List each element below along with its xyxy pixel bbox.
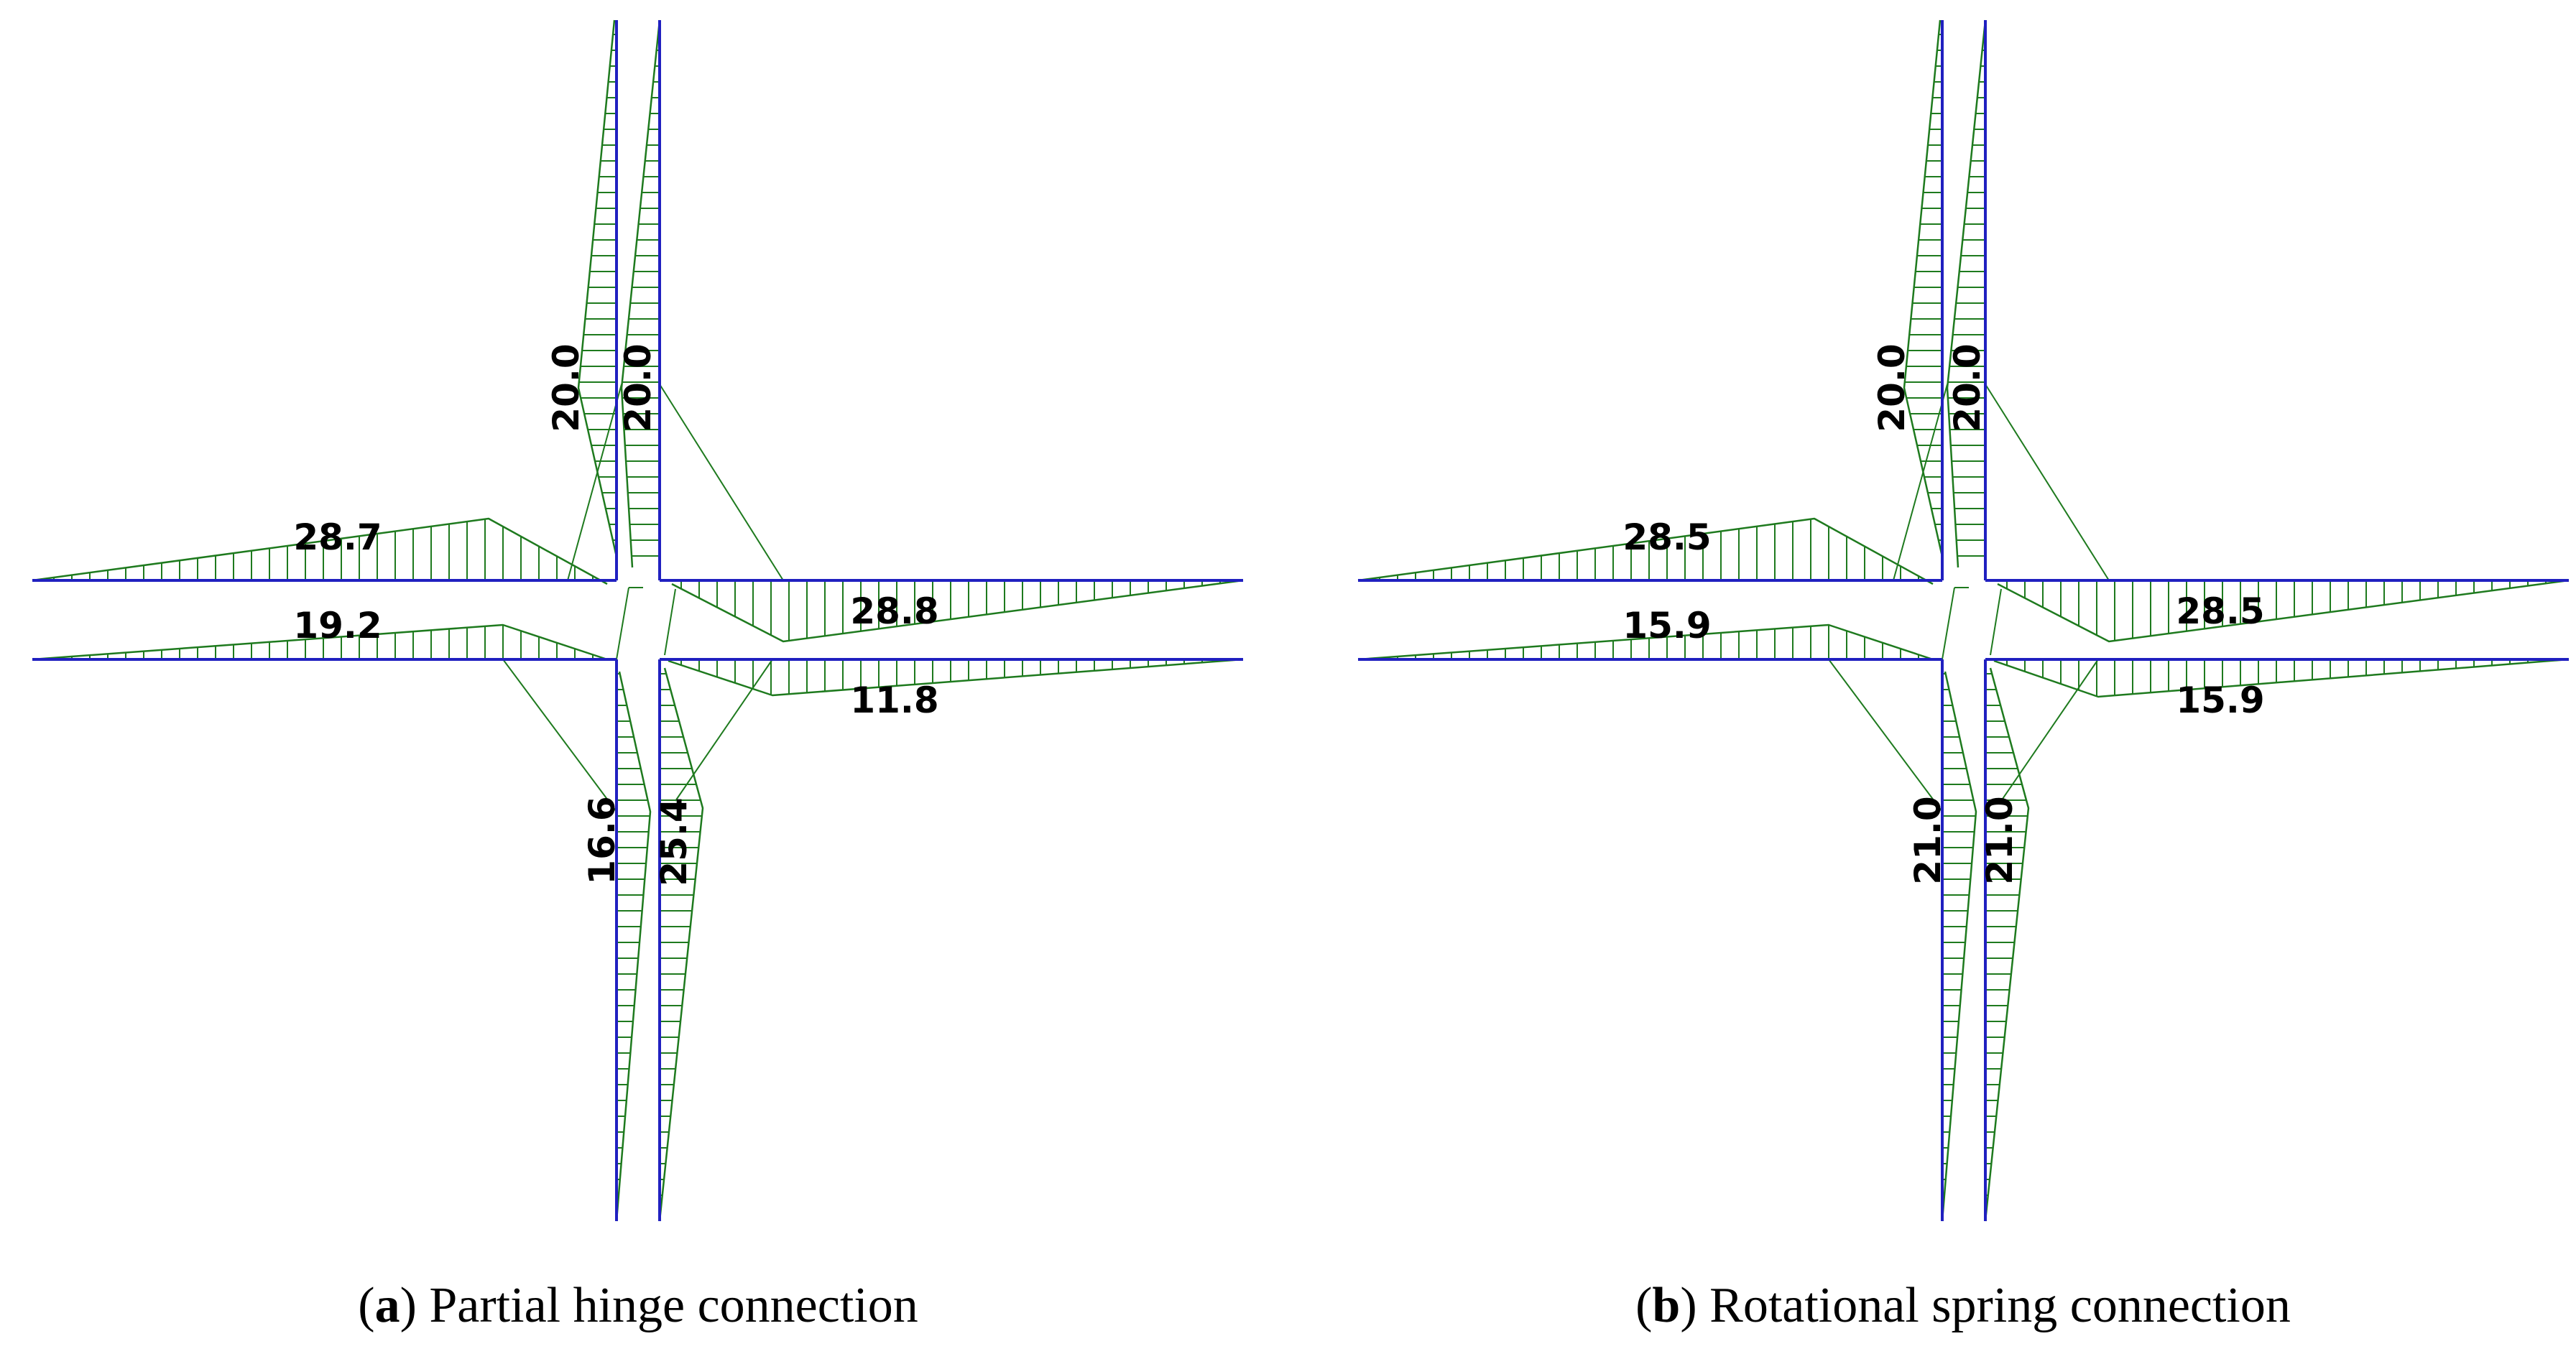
frame-members [32,20,1243,1221]
top-beam-right-moment-curve [1997,579,2570,643]
joint-link [664,588,676,656]
joint-diagonal [502,659,617,812]
value-right-column-bottom: 21.0 [1979,796,2021,884]
joint-diagonal [1985,384,2110,581]
joint-diagonal [567,384,622,581]
value-right-column-bottom: 25.4 [653,797,695,886]
value-top-beam-right: 28.8 [850,590,938,632]
top-beam-right-moment-curve [671,579,1244,643]
value-top-beam-right: 28.5 [2176,590,2264,632]
moment-diagram-outline [1357,19,2570,1222]
joint-diagonal [2000,659,2099,802]
value-left-column-top: 20.0 [545,343,587,432]
lower-left-column-moment-curve [1941,671,1977,1222]
value-right-column-top: 20.0 [617,343,659,432]
moment-hatching [1379,34,2547,1196]
value-top-beam-left: 28.7 [293,516,382,558]
panel-a-partial-hinge: 20.0 20.0 28.7 28.8 19.2 11.8 16.6 25.4 … [32,19,1244,1333]
joint-diagonal [659,384,784,581]
value-bottom-beam-right: 15.9 [2176,680,2264,721]
value-left-column-top: 20.0 [1871,343,1913,432]
lower-left-column-moment-curve [615,671,652,1222]
joint-link [1990,588,2002,656]
upper-right-column-moment-curve [1946,19,1987,568]
bottom-beam-right-moment-curve [668,658,1244,697]
bottom-beam-left-moment-curve [1357,623,1934,661]
panel-b-rotational-spring: 20.0 20.0 28.5 28.5 15.9 15.9 21.0 21.0 … [1357,19,2570,1333]
bottom-beam-right-moment-curve [1993,658,2570,698]
value-bottom-beam-left: 15.9 [1622,605,1711,646]
value-left-column-bottom: 21.0 [1907,796,1949,884]
joint-diagonal [1893,384,1948,581]
upper-right-column-moment-curve [620,19,661,568]
value-top-beam-left: 28.5 [1622,516,1711,558]
top-beam-left-moment-curve [32,517,608,585]
value-bottom-beam-right: 11.8 [850,680,938,721]
frame-members [1358,20,2569,1221]
value-right-column-top: 20.0 [1947,343,1988,432]
moment-diagram-outline [32,19,1244,1222]
joint-diagonal [1828,659,1943,812]
joint-diagonal [675,659,773,802]
lower-right-column-moment-curve [658,667,704,1222]
bottom-beam-left-moment-curve [32,623,608,661]
joint-link [616,587,629,660]
caption-b: (b) Rotational spring connection [1635,1278,2291,1333]
lower-right-column-moment-curve [1984,667,2030,1222]
top-beam-left-moment-curve [1357,517,1934,585]
upper-left-column-moment-curve [1903,19,1944,557]
moment-hatching [53,34,1221,1196]
caption-a: (a) Partial hinge connection [358,1278,918,1333]
value-left-column-bottom: 16.6 [581,796,623,884]
joint-link [1942,587,1955,660]
upper-left-column-moment-curve [577,19,618,557]
value-bottom-beam-left: 19.2 [293,605,382,646]
